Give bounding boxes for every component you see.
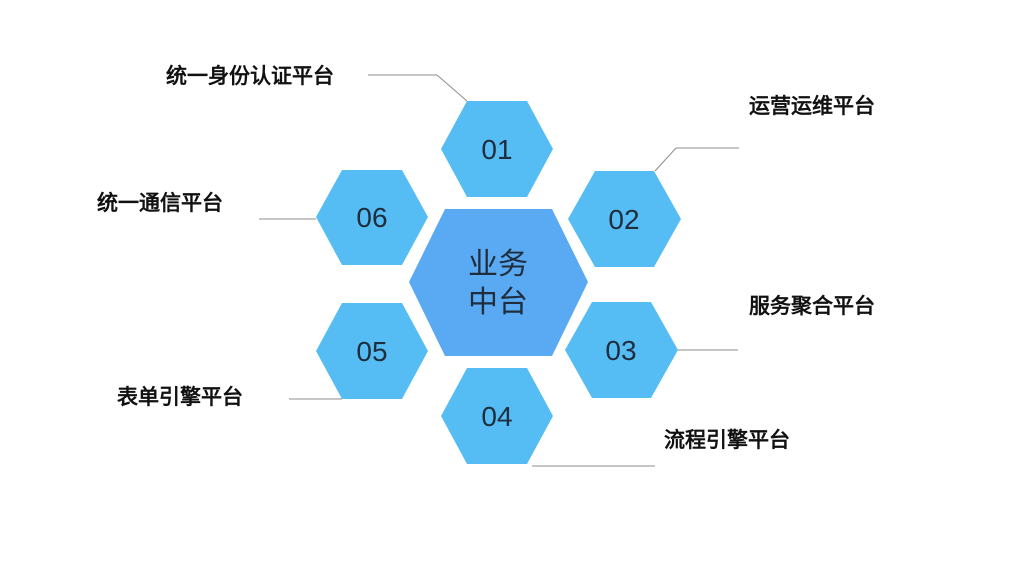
- leader-line-02: [654, 147, 739, 172]
- hexagon-05-number: 05: [356, 336, 387, 367]
- hexagon-02: 02: [568, 171, 681, 267]
- center-label-line1: 业务: [468, 247, 528, 282]
- hexagon-02-number: 02: [608, 204, 639, 235]
- label-04: 流程引擎平台: [664, 428, 790, 452]
- center-label-line2: 中台: [468, 285, 528, 320]
- hexagon-04-number: 04: [481, 401, 512, 432]
- hexagon-05-shape: [316, 303, 428, 399]
- hexagon-01-shape: [441, 101, 553, 197]
- hexagon-02-shape: [568, 171, 681, 267]
- hexagon-05: 05: [316, 303, 428, 399]
- center-hexagon-shape: [409, 209, 588, 356]
- hexagon-01: 01: [441, 101, 553, 197]
- label-02: 运营运维平台: [749, 94, 875, 118]
- hexagon-06-number: 06: [356, 202, 387, 233]
- hexagon-03-shape: [565, 302, 678, 398]
- hexagon-06-shape: [316, 170, 428, 265]
- hexagon-03: 03: [565, 302, 678, 398]
- hexagon-01-number: 01: [481, 134, 512, 165]
- center-hexagon: 业务 中台: [409, 209, 588, 356]
- hexagon-04: 04: [441, 368, 553, 464]
- label-01: 统一身份认证平台: [166, 64, 334, 88]
- label-06: 统一通信平台: [97, 191, 223, 215]
- hexagon-03-number: 03: [605, 335, 636, 366]
- hexagon-04-shape: [441, 368, 553, 464]
- hexagon-06: 06: [316, 170, 428, 265]
- module-labels: 统一身份认证平台 运营运维平台 服务聚合平台 流程引擎平台 表单引擎平台 统一通…: [97, 64, 875, 452]
- label-03: 服务聚合平台: [749, 294, 875, 318]
- label-05: 表单引擎平台: [117, 385, 243, 409]
- leader-line-01: [368, 74, 468, 102]
- leader-lines: [259, 74, 739, 467]
